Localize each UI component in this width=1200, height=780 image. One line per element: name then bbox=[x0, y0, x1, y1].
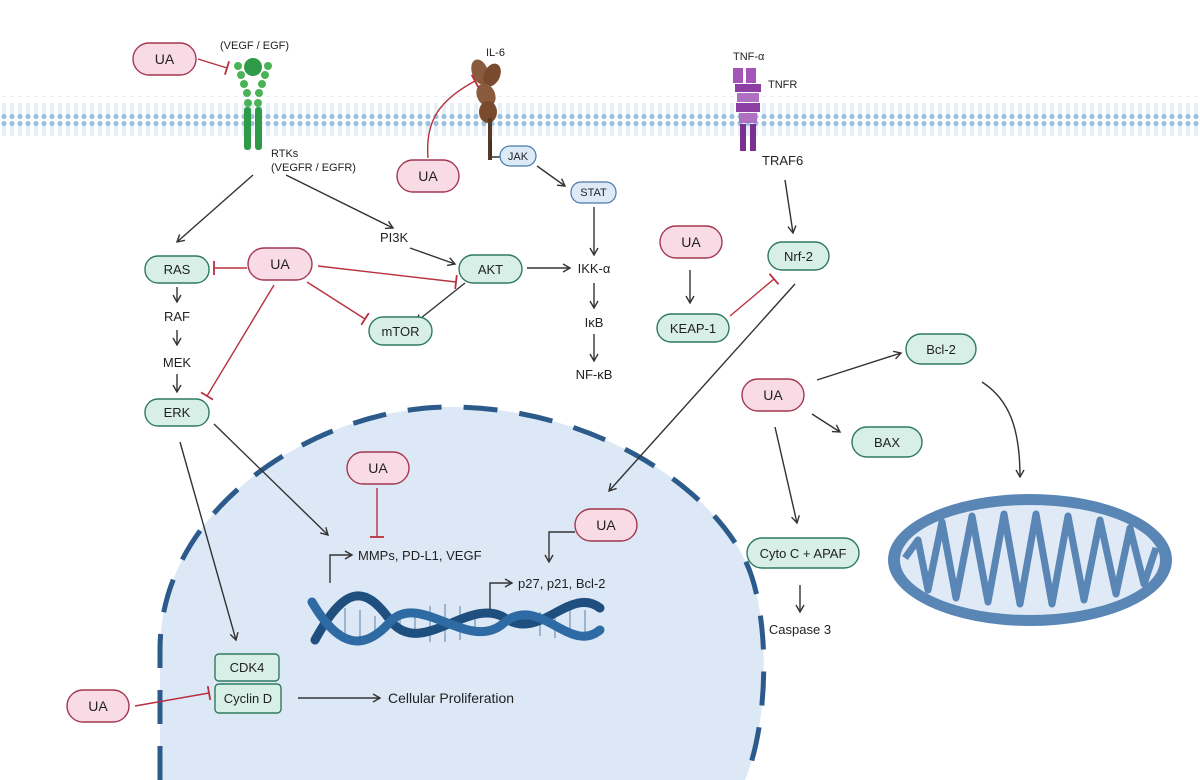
inhibition-lines bbox=[134, 58, 780, 707]
ikb-label: IκB bbox=[585, 315, 604, 330]
rtks-label: RTKs bbox=[271, 148, 299, 160]
svg-text:UA: UA bbox=[763, 387, 783, 403]
pi3k-label: PI3K bbox=[380, 230, 409, 245]
ua-node: UA bbox=[574, 508, 638, 542]
ua-node: UA bbox=[247, 247, 313, 281]
erk-node: ERK bbox=[144, 398, 210, 427]
svg-text:UA: UA bbox=[418, 168, 438, 184]
tnfr-label: TNFR bbox=[768, 79, 797, 91]
svg-text:CDK4: CDK4 bbox=[230, 660, 265, 675]
svg-text:Nrf-2: Nrf-2 bbox=[784, 249, 813, 264]
svg-text:UA: UA bbox=[88, 698, 108, 714]
bax-node: BAX bbox=[851, 426, 923, 458]
nrf2-node: Nrf-2 bbox=[767, 241, 830, 271]
caspase3-label: Caspase 3 bbox=[769, 622, 831, 637]
tnfr-receptor-icon bbox=[733, 68, 761, 151]
il6-label: IL-6 bbox=[486, 47, 505, 59]
p27-label: p27, p21, Bcl-2 bbox=[518, 576, 605, 591]
cyclin-d-node: Cyclin D bbox=[214, 683, 282, 714]
ua-node: UA bbox=[396, 159, 460, 193]
svg-text:JAK: JAK bbox=[508, 151, 529, 163]
svg-text:Cyto C + APAF: Cyto C + APAF bbox=[760, 546, 847, 561]
ua-node: UA bbox=[346, 451, 410, 485]
svg-text:Cyclin D: Cyclin D bbox=[224, 691, 272, 706]
rtks-subtitle: (VEGFR / EGFR) bbox=[271, 162, 356, 174]
svg-text:ERK: ERK bbox=[164, 405, 191, 420]
svg-text:Bcl-2: Bcl-2 bbox=[926, 342, 956, 357]
cellular-proliferation-label: Cellular Proliferation bbox=[388, 690, 514, 706]
nfkb-label: NF-κB bbox=[576, 367, 613, 382]
stat-node: STAT bbox=[570, 181, 617, 204]
svg-text:UA: UA bbox=[681, 234, 701, 250]
tnf-alpha-label: TNF-α bbox=[733, 51, 765, 63]
jak-node: JAK bbox=[499, 145, 537, 167]
ligand-label: (VEGF / EGF) bbox=[220, 40, 289, 52]
cyto-c-apaf-node: Cyto C + APAF bbox=[746, 537, 860, 569]
mtor-node: mTOR bbox=[368, 316, 433, 346]
svg-text:mTOR: mTOR bbox=[381, 324, 419, 339]
akt-node: AKT bbox=[458, 254, 523, 284]
svg-text:RAS: RAS bbox=[164, 262, 191, 277]
ua-node: UA bbox=[66, 689, 130, 723]
mek-label: MEK bbox=[163, 355, 192, 370]
dna-helix bbox=[307, 591, 605, 646]
raf-label: RAF bbox=[164, 309, 190, 324]
nucleus bbox=[157, 404, 767, 780]
cell-membrane bbox=[0, 96, 1200, 136]
ras-node: RAS bbox=[144, 255, 210, 284]
svg-text:STAT: STAT bbox=[580, 187, 607, 199]
cdk4-node: CDK4 bbox=[214, 653, 280, 682]
traf6-label: TRAF6 bbox=[762, 153, 803, 168]
svg-text:BAX: BAX bbox=[874, 435, 900, 450]
mmps-label: MMPs, PD-L1, VEGF bbox=[358, 548, 482, 563]
ikk-alpha-label: IKK-α bbox=[578, 261, 611, 276]
svg-text:UA: UA bbox=[270, 256, 290, 272]
ua-node: UA bbox=[741, 378, 805, 412]
svg-text:UA: UA bbox=[596, 517, 616, 533]
svg-text:KEAP-1: KEAP-1 bbox=[670, 321, 716, 336]
ua-node: UA bbox=[132, 42, 197, 76]
bcl2-node: Bcl-2 bbox=[905, 333, 977, 365]
svg-text:UA: UA bbox=[155, 51, 175, 67]
keap1-node: KEAP-1 bbox=[656, 313, 730, 343]
rtk-receptor-icon bbox=[234, 58, 272, 150]
ua-node: UA bbox=[659, 225, 723, 259]
il6-receptor-icon bbox=[471, 59, 501, 160]
svg-text:UA: UA bbox=[368, 460, 388, 476]
mitochondrion bbox=[888, 494, 1172, 626]
activation-arrows bbox=[172, 140, 1025, 703]
svg-text:AKT: AKT bbox=[478, 262, 503, 277]
